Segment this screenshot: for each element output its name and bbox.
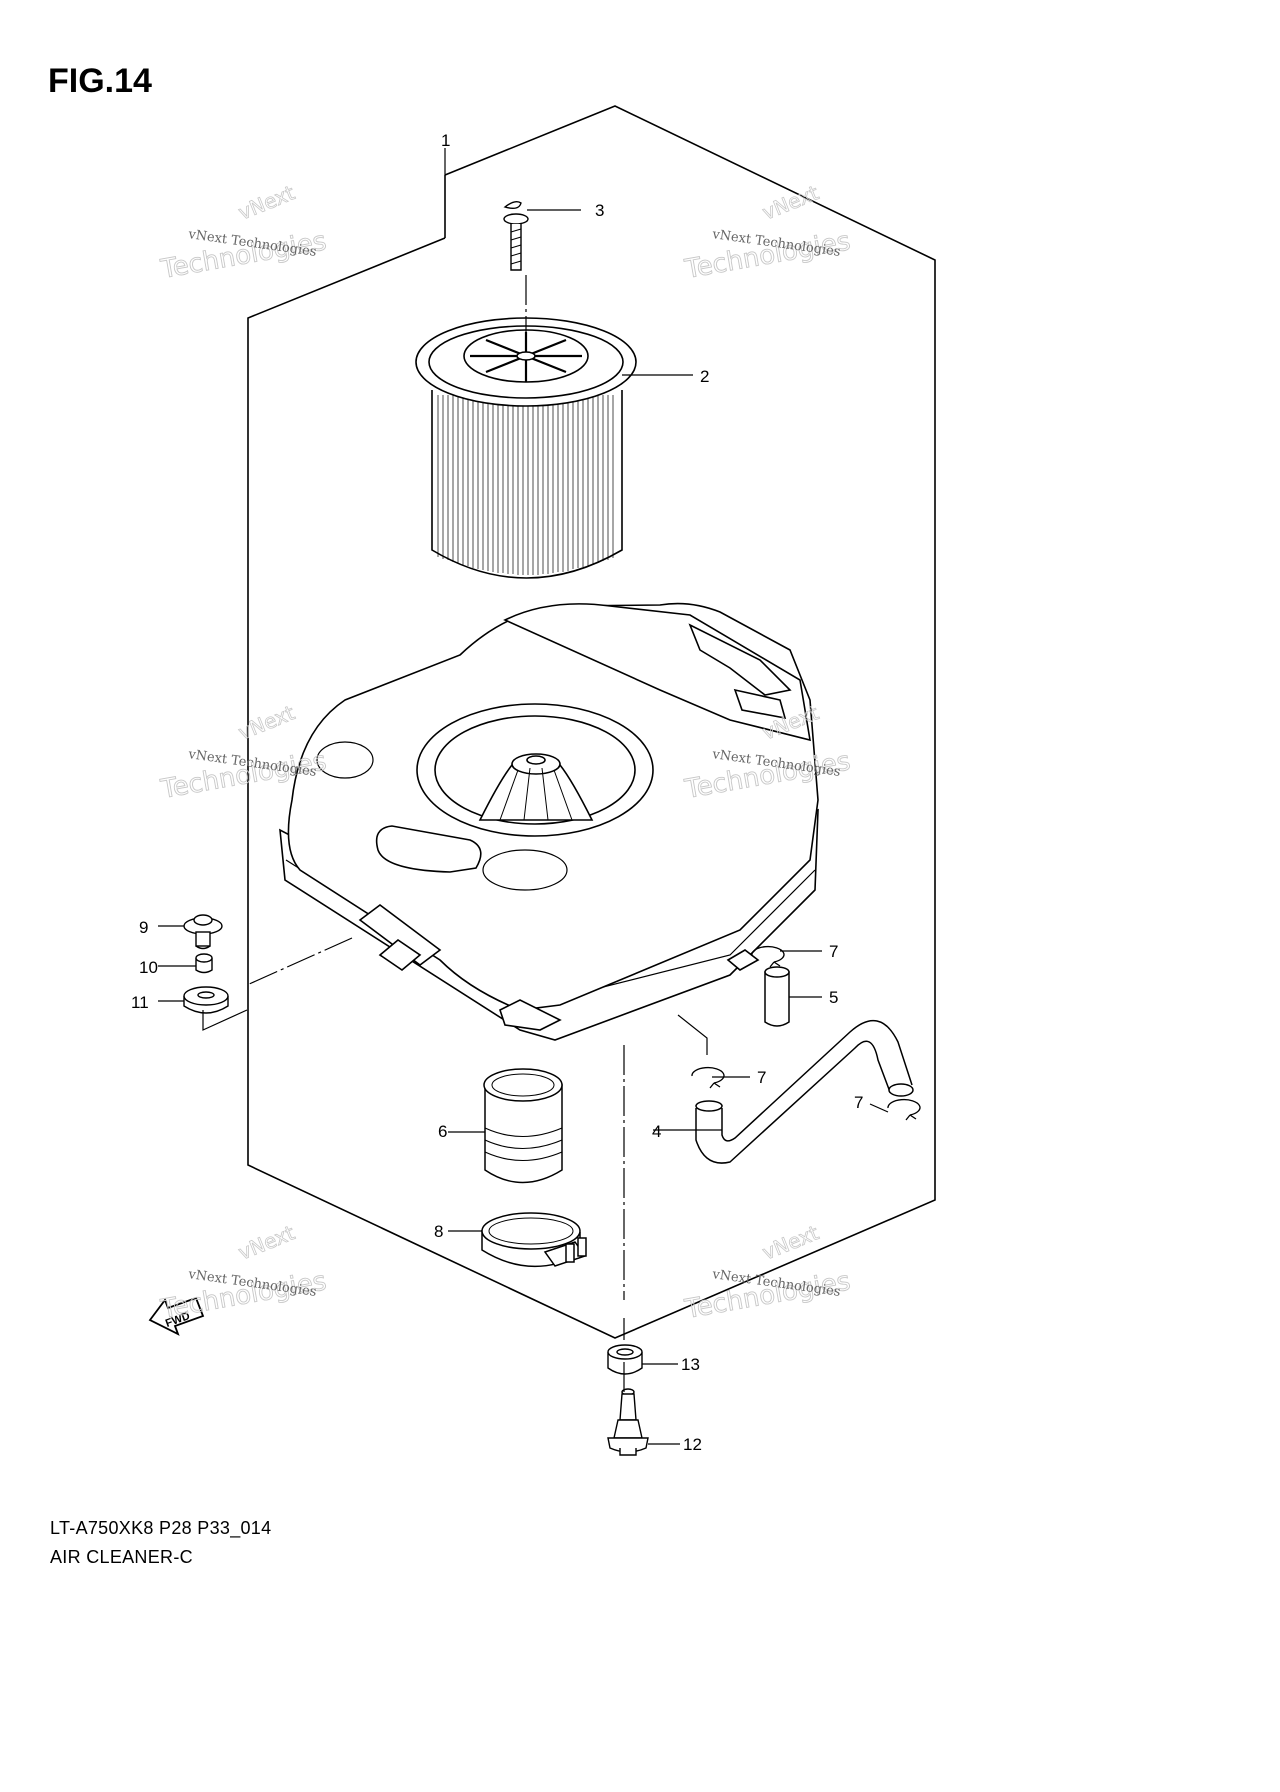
callout-7a: 7 [829, 942, 838, 961]
callout-5: 5 [829, 988, 838, 1007]
callout-12: 12 [683, 1435, 702, 1454]
diagram-code: LT-A750XK8 P28 P33_014 [50, 1518, 272, 1538]
callout-2: 2 [700, 367, 709, 386]
figure-title: FIG.14 [48, 62, 152, 100]
drain-parts [607, 1344, 649, 1456]
watermark-top: vNext [235, 1220, 298, 1264]
callout-7b: 7 [757, 1068, 766, 1087]
fwd-arrow-icon: FWD [148, 1296, 205, 1336]
hose-clips [691, 945, 921, 1121]
callout-4: 4 [652, 1122, 661, 1141]
callout-6: 6 [438, 1122, 447, 1141]
hose-clamp [481, 1212, 587, 1268]
callout-11: 11 [131, 993, 149, 1012]
watermark-top: vNext [235, 180, 298, 224]
callout-1: 1 [441, 131, 450, 150]
outlet-tube [483, 1068, 563, 1184]
callout-leaders [158, 148, 889, 1445]
filter-element [415, 317, 637, 579]
watermark-top: vNext [759, 1220, 822, 1264]
breather-hose-short [764, 966, 790, 1027]
wing-bolt [503, 200, 529, 271]
air-cleaner-box [279, 602, 819, 1041]
assembly-boundary [247, 105, 936, 1339]
watermark-top: vNext [235, 700, 298, 744]
watermark-top: vNext [759, 180, 822, 224]
callout-7c: 7 [854, 1093, 863, 1112]
callout-3: 3 [595, 201, 604, 220]
callout-10: 10 [139, 958, 158, 977]
callout-numbers: 1 2 3 4 5 7 7 7 6 8 9 10 11 12 13 [131, 131, 863, 1454]
callout-13: 13 [681, 1355, 700, 1374]
diagram-name: AIR CLEANER-C [50, 1547, 193, 1567]
mounting-hardware [183, 914, 229, 1014]
callout-9: 9 [139, 918, 148, 937]
breather-hose-long [695, 1019, 914, 1164]
callout-8: 8 [434, 1222, 443, 1241]
relation-lines [202, 275, 708, 1392]
